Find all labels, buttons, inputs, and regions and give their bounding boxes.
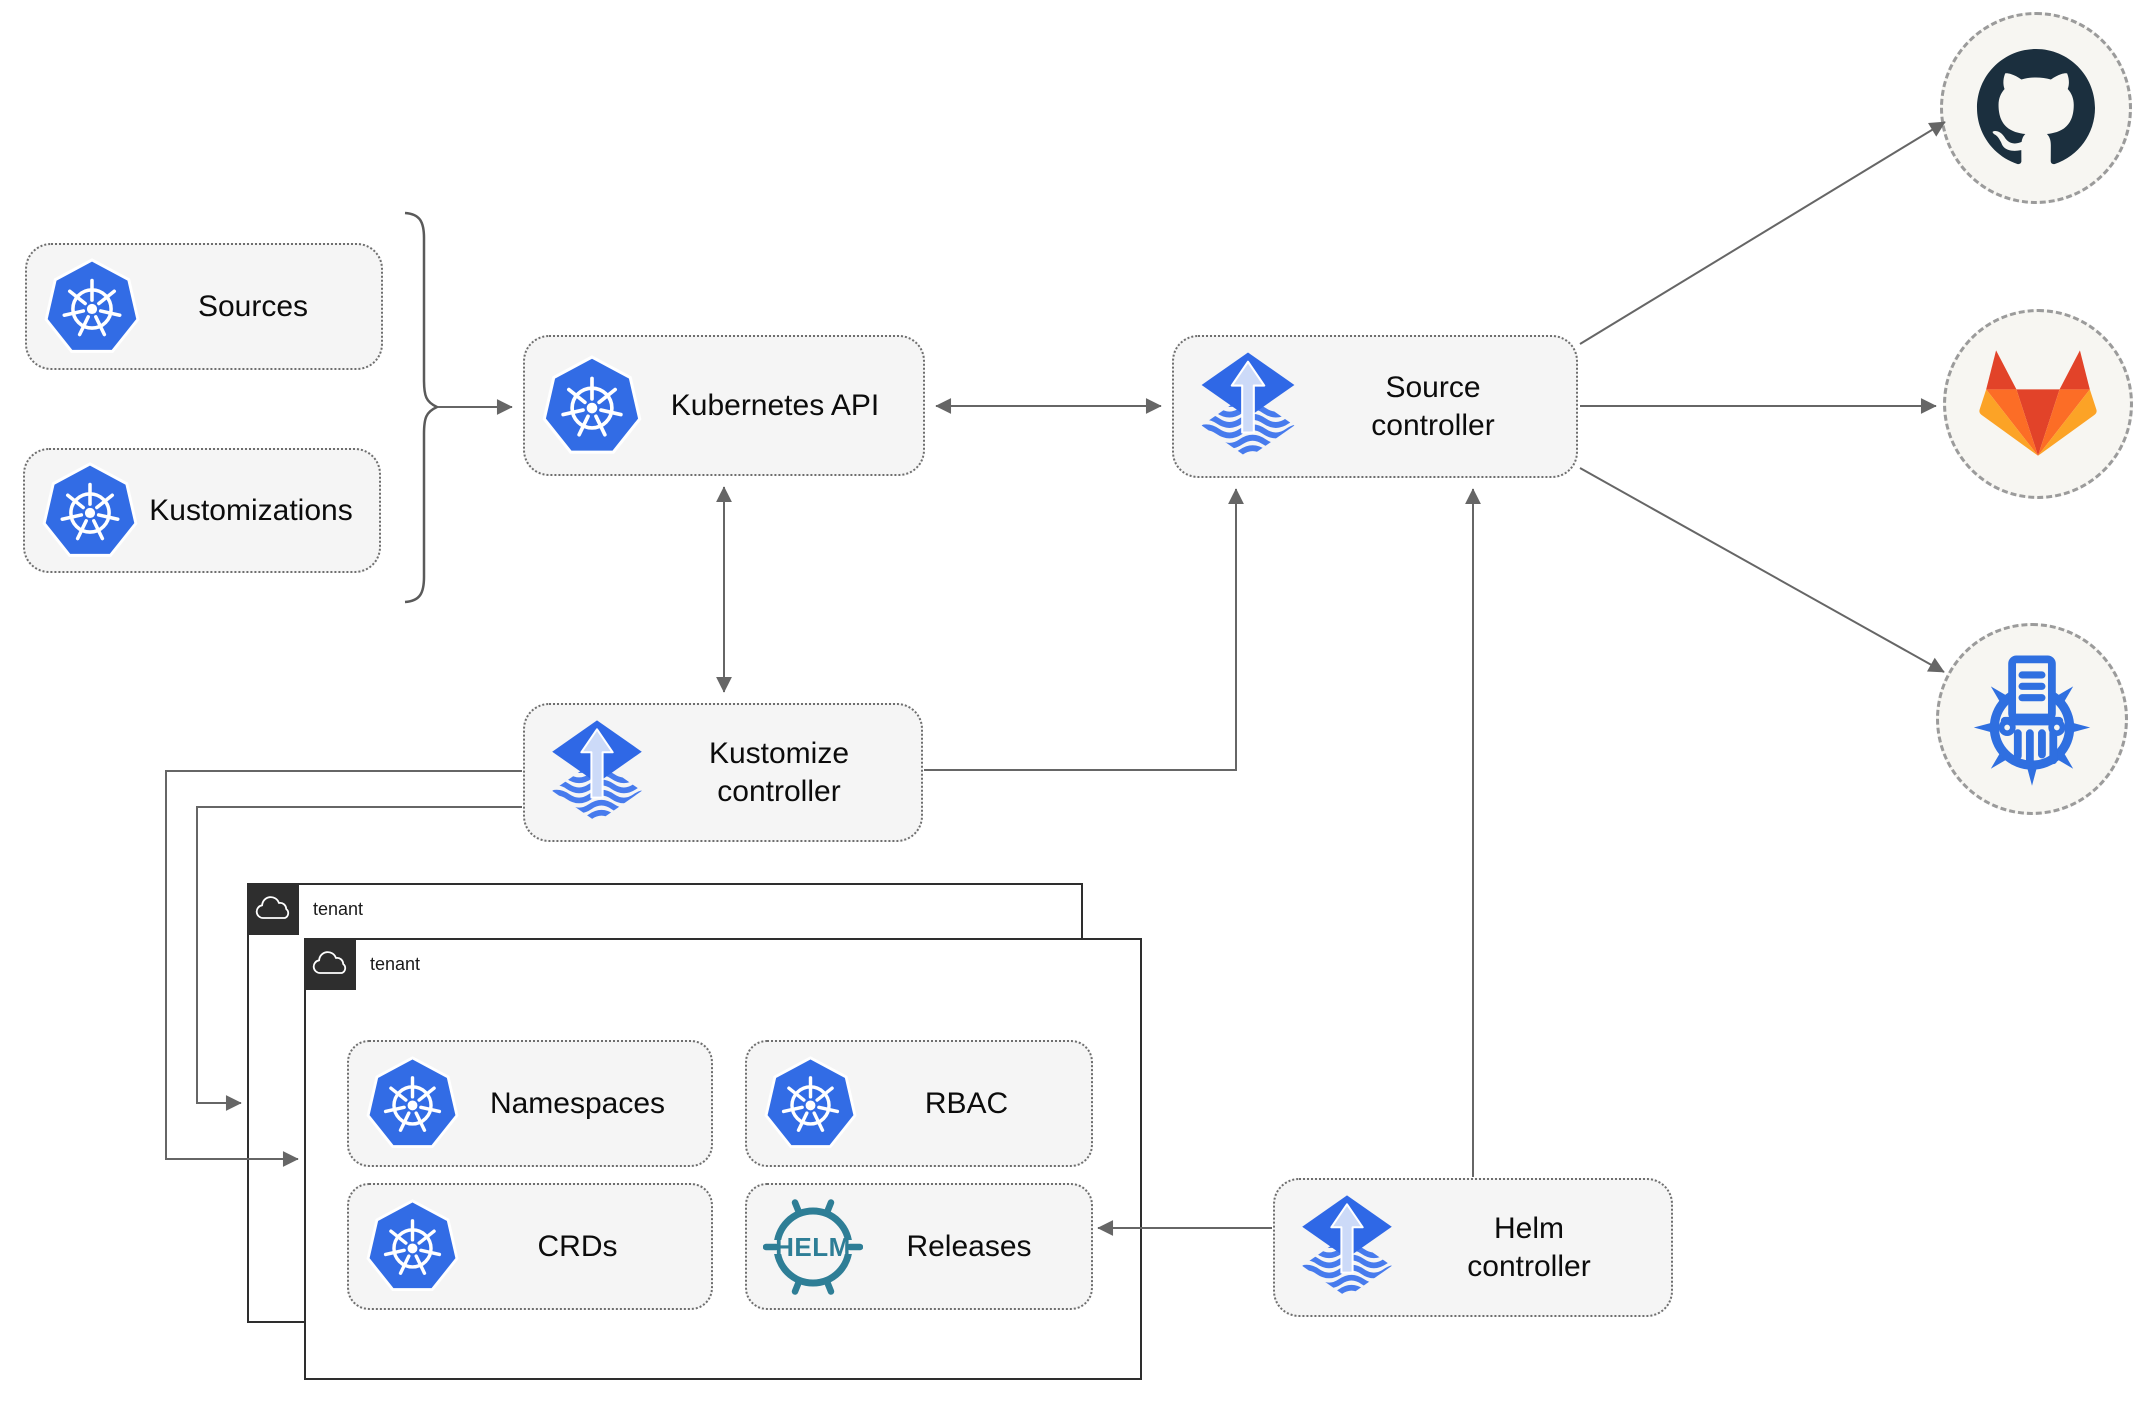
flux-icon bbox=[1190, 349, 1306, 465]
github-icon bbox=[1976, 49, 2096, 167]
kubernetes-icon bbox=[763, 1056, 858, 1151]
node-helm-controller: Helm controller bbox=[1273, 1178, 1673, 1317]
group-brace bbox=[404, 211, 441, 604]
helm-repository-icon bbox=[1961, 648, 2103, 790]
node-source-controller: Source controller bbox=[1172, 335, 1578, 478]
cloud-icon bbox=[255, 896, 291, 922]
node-rbac: RBAC bbox=[745, 1040, 1093, 1167]
tenant-label-front: tenant bbox=[370, 954, 421, 974]
node-crds-label: CRDs bbox=[537, 1229, 618, 1263]
edge-kustomize-to-source bbox=[924, 488, 1244, 771]
node-sources-label: Sources bbox=[197, 289, 309, 323]
node-kustomize-controller: Kustomize controller bbox=[523, 703, 923, 842]
node-kustomizations: Kustomizations bbox=[23, 448, 381, 573]
kubernetes-icon bbox=[43, 258, 141, 356]
kubernetes-icon bbox=[41, 462, 139, 560]
node-kubernetes-api-label: Kubernetes API bbox=[670, 388, 880, 422]
tenant-tab-back bbox=[246, 882, 299, 935]
edge-source-to-github bbox=[1579, 121, 1946, 345]
node-sources: Sources bbox=[25, 243, 383, 370]
node-namespaces-label: Namespaces bbox=[489, 1086, 666, 1120]
provider-github bbox=[1940, 12, 2132, 204]
cloud-icon bbox=[312, 951, 348, 977]
helm-logo-icon bbox=[763, 1197, 863, 1297]
node-namespaces: Namespaces bbox=[347, 1040, 713, 1167]
tenant-tab-front bbox=[303, 937, 356, 990]
gitlab-icon bbox=[1979, 348, 2097, 461]
node-crds: CRDs bbox=[347, 1183, 713, 1310]
kubernetes-icon bbox=[541, 355, 643, 457]
kubernetes-icon bbox=[365, 1056, 460, 1151]
node-releases-label: Releases bbox=[906, 1229, 1032, 1263]
node-source-controller-label: Source controller bbox=[1371, 371, 1495, 442]
node-kubernetes-api: Kubernetes API bbox=[523, 335, 925, 476]
edge-source-to-helm-repository bbox=[1579, 467, 1945, 673]
node-helm-controller-label: Helm controller bbox=[1467, 1212, 1591, 1283]
flux-icon bbox=[1291, 1192, 1403, 1304]
kubernetes-icon bbox=[365, 1199, 460, 1294]
node-rbac-label: RBAC bbox=[924, 1086, 1009, 1120]
flux-icon bbox=[541, 717, 653, 829]
node-kustomizations-label: Kustomizations bbox=[149, 493, 353, 527]
provider-helm-repository bbox=[1936, 623, 2128, 815]
provider-gitlab bbox=[1943, 309, 2133, 499]
tenant-label-back: tenant bbox=[313, 899, 364, 919]
node-kustomize-controller-label: Kustomize controller bbox=[708, 737, 850, 808]
node-releases: Releases bbox=[745, 1183, 1093, 1310]
